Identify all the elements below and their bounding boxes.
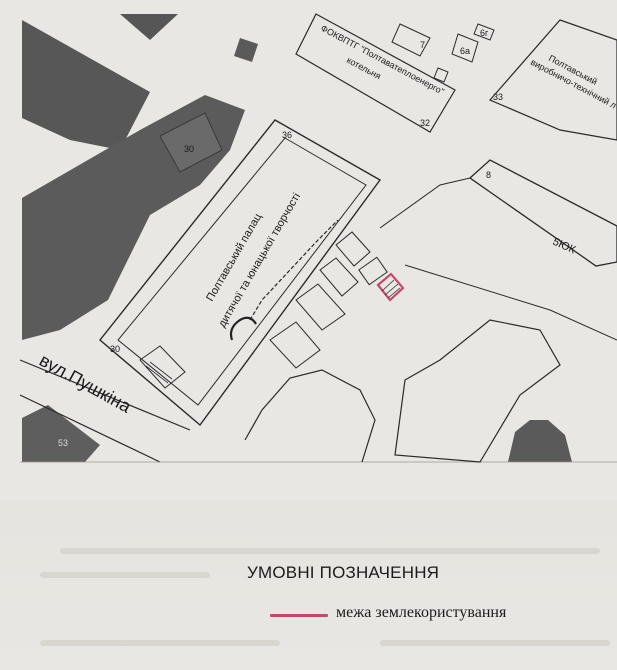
faded-background-text	[0, 500, 617, 670]
lot-line-diagonal	[404, 264, 617, 341]
outbuilding-corner	[433, 67, 449, 83]
land-use-boundary	[376, 272, 405, 302]
building-south	[244, 369, 376, 463]
east-block-3	[295, 283, 346, 331]
house-number-32: 32	[420, 118, 430, 128]
dark-building-se	[508, 420, 572, 462]
street-edge-upper	[19, 359, 191, 431]
dark-building-53	[22, 405, 100, 462]
house-number-33: 33	[493, 92, 503, 102]
palace-amphitheater	[229, 316, 257, 341]
lot-line-east	[379, 177, 471, 229]
house-number-6g: 6г	[480, 28, 489, 38]
legend-item-label: межа землекористування	[336, 604, 507, 621]
site-plan-map: вул.Пушкіна Полтавський палац дитячої та…	[19, 13, 617, 463]
house-number-30-bottom: 30	[110, 344, 120, 354]
boiler-label-line1: ФОКВПТГ "Полтаватеплоенерго"	[319, 23, 446, 97]
building-southeast	[394, 319, 561, 463]
house-number-8: 8	[486, 170, 491, 180]
street-edge-lower	[19, 394, 161, 463]
legend-line-swatch	[270, 614, 328, 617]
palace-parcel-inner	[117, 137, 367, 406]
outbuilding-6a	[451, 33, 479, 63]
dark-square-small	[234, 38, 258, 62]
house-number-7: 7	[420, 40, 425, 50]
building-5juk-label: 5ЮК	[551, 236, 578, 257]
palace-step-block	[139, 345, 186, 389]
dark-triangle-top	[120, 14, 178, 40]
building-5juk	[468, 159, 617, 267]
house-number-53: 53	[58, 438, 68, 448]
palace-inner-dashed	[249, 219, 339, 321]
outbuilding-7	[391, 23, 431, 57]
boiler-house-parcel	[295, 13, 456, 133]
east-block-2	[319, 257, 359, 297]
house-number-6a: 6а	[460, 46, 470, 56]
house-number-36: 36	[282, 130, 292, 140]
dark-building-nw	[22, 20, 150, 150]
palace-parcel	[99, 119, 382, 427]
neighbor-lot-box	[358, 256, 388, 286]
house-number-30-top: 30	[184, 144, 194, 154]
outbuilding-6g	[473, 23, 495, 41]
east-block-4	[269, 321, 321, 369]
courtyard-30	[159, 112, 223, 173]
school-parcel	[489, 19, 617, 141]
legend-title: УМОВНІ ПОЗНАЧЕННЯ	[247, 563, 440, 582]
street-label: вул.Пушкіна	[36, 350, 135, 417]
east-block-1	[335, 231, 371, 267]
